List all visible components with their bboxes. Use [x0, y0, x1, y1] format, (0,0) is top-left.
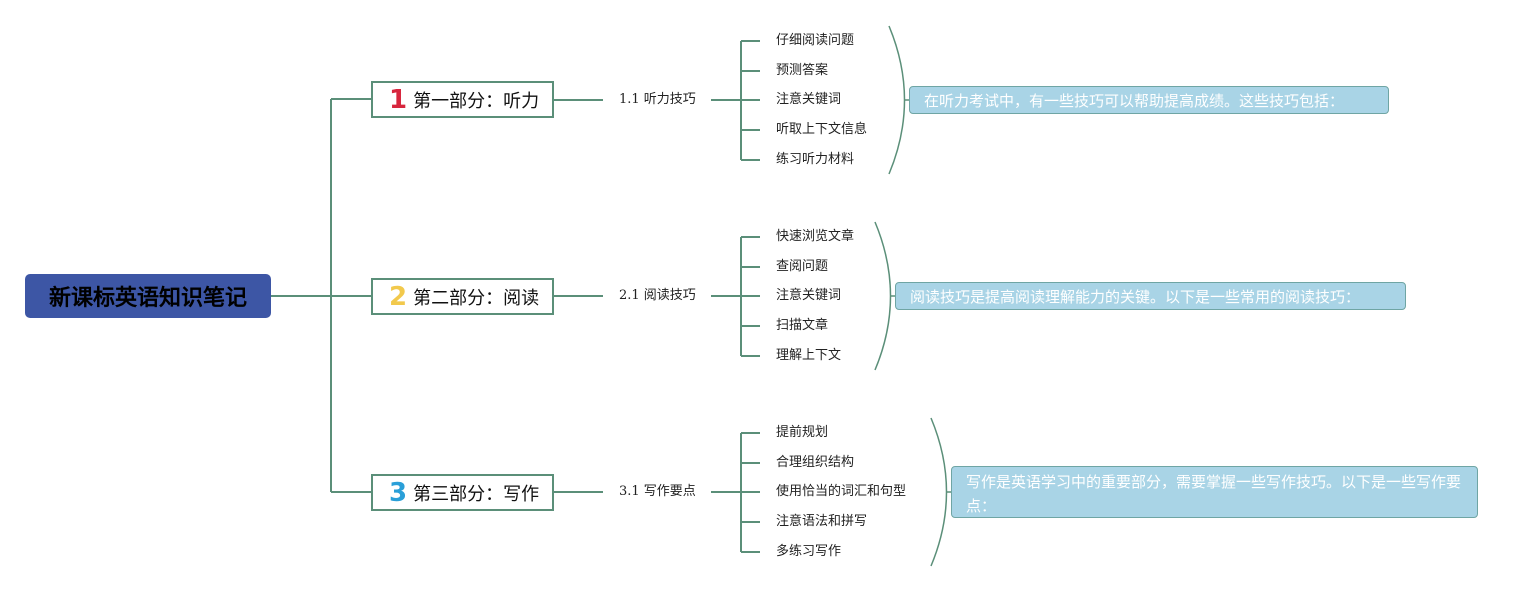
section-node-reading[interactable]: 2.1 阅读技巧	[619, 288, 696, 303]
section-node-listening[interactable]: 1.1 听力技巧	[619, 92, 696, 107]
part-label: 第一部分：听力	[413, 90, 540, 112]
leaf-item[interactable]: 注意语法和拼写	[776, 514, 868, 529]
leaf-item[interactable]: 使用恰当的词汇和句型	[776, 484, 907, 499]
summary-note-reading[interactable]: 阅读技巧是提高阅读理解能力的关键。以下是一些常用的阅读技巧：	[895, 282, 1406, 310]
leaf-item[interactable]: 注意关键词	[776, 288, 842, 303]
leaf-item[interactable]: 合理组织结构	[776, 455, 855, 470]
leaf-item[interactable]: 多练习写作	[776, 544, 842, 559]
number-3-icon: 3	[389, 477, 408, 508]
leaf-item[interactable]: 提前规划	[776, 425, 829, 440]
root-node[interactable]: 新课标英语知识笔记	[25, 274, 271, 318]
part-label: 第三部分：写作	[413, 483, 540, 505]
part-node-writing[interactable]: 3 第三部分：写作	[371, 474, 554, 511]
leaf-item[interactable]: 查阅问题	[776, 259, 829, 274]
leaf-item[interactable]: 理解上下文	[776, 348, 842, 363]
leaf-item[interactable]: 注意关键词	[776, 92, 842, 107]
note-text: 写作是英语学习中的重要部分，需要掌握一些写作技巧。以下是一些写作要点：	[966, 473, 1462, 515]
part-node-listening[interactable]: 1 第一部分：听力	[371, 81, 554, 118]
leaf-item[interactable]: 仔细阅读问题	[776, 33, 855, 48]
number-2-icon: 2	[389, 281, 408, 312]
leaf-item[interactable]: 练习听力材料	[776, 152, 855, 167]
summary-note-listening[interactable]: 在听力考试中，有一些技巧可以帮助提高成绩。这些技巧包括：	[909, 86, 1389, 114]
part-node-reading[interactable]: 2 第二部分：阅读	[371, 278, 554, 315]
leaf-item[interactable]: 听取上下文信息	[776, 122, 868, 137]
section-node-writing[interactable]: 3.1 写作要点	[619, 484, 696, 499]
leaf-item[interactable]: 预测答案	[776, 63, 829, 78]
part-label: 第二部分：阅读	[413, 287, 540, 309]
leaf-item[interactable]: 扫描文章	[776, 318, 829, 333]
root-title: 新课标英语知识笔记	[48, 286, 247, 311]
leaf-item[interactable]: 快速浏览文章	[776, 229, 855, 244]
number-1-icon: 1	[389, 84, 408, 115]
summary-note-writing[interactable]: 写作是英语学习中的重要部分，需要掌握一些写作技巧。以下是一些写作要点：	[951, 466, 1478, 518]
note-text: 阅读技巧是提高阅读理解能力的关键。以下是一些常用的阅读技巧：	[910, 287, 1361, 306]
note-text: 在听力考试中，有一些技巧可以帮助提高成绩。这些技巧包括：	[924, 91, 1345, 110]
